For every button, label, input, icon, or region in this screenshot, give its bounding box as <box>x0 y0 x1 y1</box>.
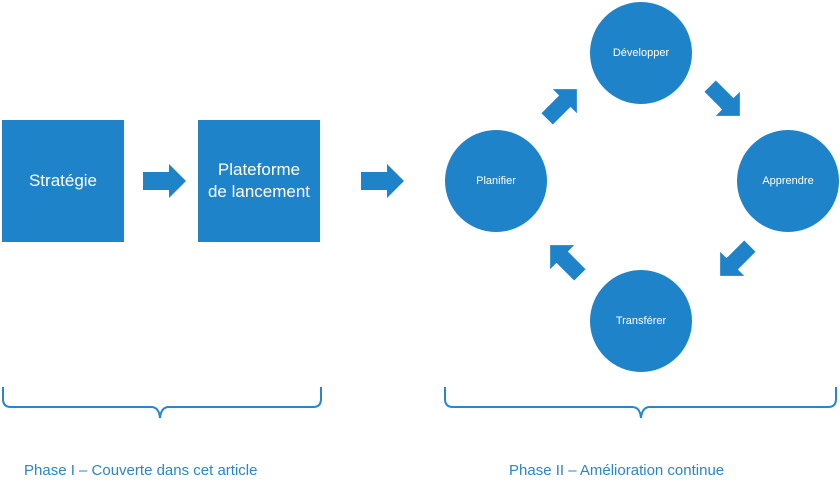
arrow-phase1-to-phase2 <box>361 164 404 198</box>
plan-circle: Planifier <box>445 130 547 232</box>
launch-platform-label-line2: de lancement <box>207 182 311 201</box>
arrow-strategy-to-launch <box>143 164 186 198</box>
launch-platform-box: Plateforme de lancement <box>198 120 320 242</box>
launch-platform-label-line1: Plateforme <box>217 160 301 179</box>
plan-label: Planifier <box>476 175 516 187</box>
phase2-label: Phase II – Amélioration continue <box>509 462 725 479</box>
arrow-transfer-to-plan <box>550 245 586 281</box>
phase1-label: Phase I – Couverte dans cet article <box>24 462 258 479</box>
learn-label: Apprendre <box>762 175 814 187</box>
develop-label: Développer <box>612 47 670 59</box>
arrow-plan-to-develop <box>541 89 577 125</box>
develop-circle: Développer <box>590 2 692 104</box>
phase1-brace <box>2 387 322 419</box>
strategy-label: Stratégie <box>28 171 98 190</box>
strategy-box: Stratégie <box>2 120 124 242</box>
learn-circle: Apprendre <box>737 130 839 232</box>
arrow-develop-to-learn <box>704 80 740 116</box>
transfer-circle: Transférer <box>590 270 692 372</box>
launch-platform-label: Plateforme de lancement <box>208 159 310 203</box>
transfer-label: Transférer <box>615 315 667 327</box>
arrow-learn-to-transfer <box>720 240 756 276</box>
phase2-brace <box>444 387 837 419</box>
